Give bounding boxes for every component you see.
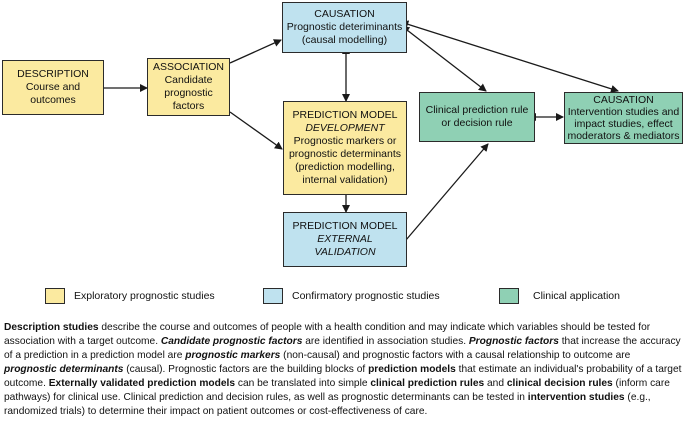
caption-term-markers: prognostic markers — [185, 350, 281, 361]
arrow-causation-causation-bidirectional — [400, 20, 619, 93]
clinical-rule-text-1: Clinical prediction rule — [425, 104, 529, 116]
causation-top-box: CAUSATION Prognostic deteriminants (caus… — [282, 2, 407, 53]
development-title: PREDICTION MODEL — [292, 109, 398, 121]
legend-label-exploratory: Exploratory prognostic studies — [74, 290, 215, 302]
caption-term-prognostic-factors: Prognostic factors — [468, 336, 559, 347]
causation-right-text-3: moderators & mediators — [567, 130, 680, 142]
clinical-rule-box: Clinical prediction rule or decision rul… — [419, 92, 535, 142]
caption-term-decision-rules: clinical decision rules — [506, 378, 613, 389]
causation-right-text-1: Intervention studies and — [567, 106, 680, 118]
causation-right-title: CAUSATION — [593, 94, 654, 106]
legend-swatch-clinical — [499, 288, 519, 304]
legend-swatch-exploratory — [45, 288, 65, 304]
clinical-rule-text-2: or decision rule — [441, 117, 513, 129]
association-text-2: factors — [172, 100, 205, 112]
legend-label-clinical: Clinical application — [533, 290, 620, 302]
development-text-2: prognostic determinants — [288, 148, 402, 160]
causation-top-text-1: Prognostic deteriminants — [286, 21, 403, 33]
causation-right-box: CAUSATION Intervention studies and impac… — [564, 92, 683, 144]
prediction-external-box: PREDICTION MODEL EXTERNAL VALIDATION — [283, 212, 407, 267]
causation-top-text-2: (causal modelling) — [301, 34, 388, 46]
caption-term-candidate: Candidate prognostic factors — [160, 336, 303, 347]
arrow-association-to-development — [229, 111, 283, 150]
caption-term-prediction-models: prediction models — [368, 364, 456, 375]
arrow-association-to-causation — [229, 39, 282, 64]
external-subtitle-1: EXTERNAL — [317, 233, 373, 245]
association-text-1: Candidate prognostic — [164, 74, 213, 99]
external-subtitle-2: VALIDATION — [314, 246, 376, 258]
description-text: Course and outcomes — [25, 81, 81, 106]
legend-swatch-confirmatory — [263, 288, 283, 304]
development-text-4: internal validation) — [302, 174, 388, 186]
figure-caption: Description studies describe the course … — [4, 322, 682, 417]
caption-term-determinants: prognostic determinants — [4, 364, 124, 375]
development-text-1: Prognostic markers or — [293, 135, 397, 147]
caption-term-intervention: intervention studies — [527, 392, 625, 403]
development-subtitle: DEVELOPMENT — [305, 122, 385, 134]
prediction-development-box: PREDICTION MODEL DEVELOPMENT Prognostic … — [283, 101, 407, 195]
legend-label-confirmatory: Confirmatory prognostic studies — [292, 290, 440, 302]
arrow-causation-clinical-rule-bidirectional — [401, 25, 487, 92]
association-title: ASSOCIATION — [153, 61, 224, 73]
description-box: DESCRIPTION Course and outcomes — [2, 60, 104, 115]
caption-term-description: Description studies — [4, 322, 99, 333]
description-title: DESCRIPTION — [17, 68, 89, 80]
arrow-external-to-clinical-rule — [405, 143, 489, 241]
association-box: ASSOCIATION Candidate prognostic factors — [147, 58, 230, 116]
causation-top-title: CAUSATION — [314, 8, 375, 20]
caption-term-external: Externally validated prediction models — [48, 378, 236, 389]
caption-term-prediction-rules: clinical prediction rules — [370, 378, 485, 389]
development-text-3: (prediction modelling, — [295, 161, 395, 173]
causation-right-text-2: impact studies, effect — [574, 118, 673, 130]
external-title: PREDICTION MODEL — [292, 220, 398, 232]
